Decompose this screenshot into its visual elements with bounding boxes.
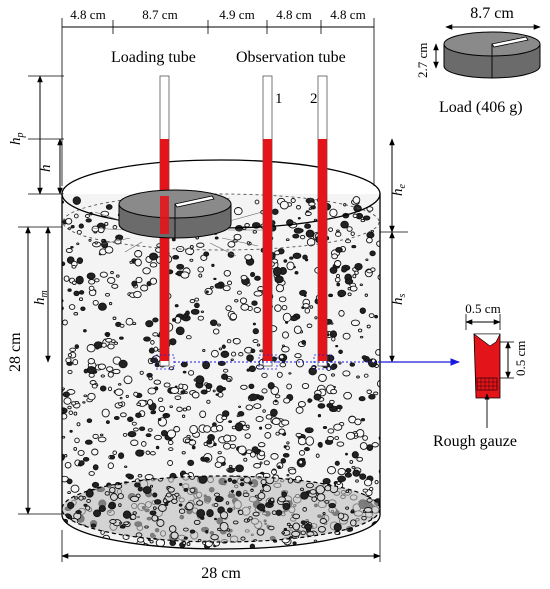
- left-dimensions: hp h 28 cm hm: [7, 75, 64, 515]
- container-height-label: 28 cm: [7, 332, 24, 372]
- detail-width-label: 0.5 cm: [465, 301, 500, 316]
- load-height-label: 2.7 cm: [415, 43, 430, 78]
- dim-segment-2: 8.7 cm: [142, 7, 177, 22]
- load-inset: 8.7 cm 2.7 cm Load (406 g): [415, 5, 541, 116]
- load-caption: Load (406 g): [439, 99, 523, 116]
- symbol-hm: hm: [32, 290, 50, 305]
- top-dimension-line: 4.8 cm 8.7 cm 4.9 cm 4.8 cm 4.8 cm: [61, 7, 375, 186]
- tube-2-label: 2: [310, 91, 318, 107]
- observation-tube-1: [262, 75, 273, 367]
- dim-segment-5: 4.8 cm: [330, 7, 365, 22]
- bottom-dimension: 28 cm: [61, 530, 381, 582]
- detail-height-label: 0.5 cm: [513, 341, 528, 376]
- dim-segment-4: 4.8 cm: [276, 7, 311, 22]
- loading-tube-label: Loading tube: [111, 49, 196, 66]
- load-width-label: 8.7 cm: [470, 5, 514, 22]
- symbol-he: he: [390, 184, 408, 197]
- dim-segment-1: 4.8 cm: [70, 7, 105, 22]
- dim-segment-3: 4.9 cm: [219, 7, 254, 22]
- container-diameter-label: 28 cm: [201, 565, 241, 582]
- tube-1-label: 1: [275, 91, 283, 107]
- observation-tube-2: [317, 75, 328, 367]
- observation-tube-label: Observation tube: [236, 49, 346, 66]
- gauze-detail: 0.5 cm 0.5 cm Rough gauze: [433, 301, 528, 450]
- symbol-hs: hs: [390, 294, 408, 306]
- symbol-hp: hp: [8, 133, 26, 146]
- rough-gauze-label: Rough gauze: [433, 433, 517, 450]
- load-disk: [118, 189, 232, 239]
- symbol-h: h: [38, 165, 54, 173]
